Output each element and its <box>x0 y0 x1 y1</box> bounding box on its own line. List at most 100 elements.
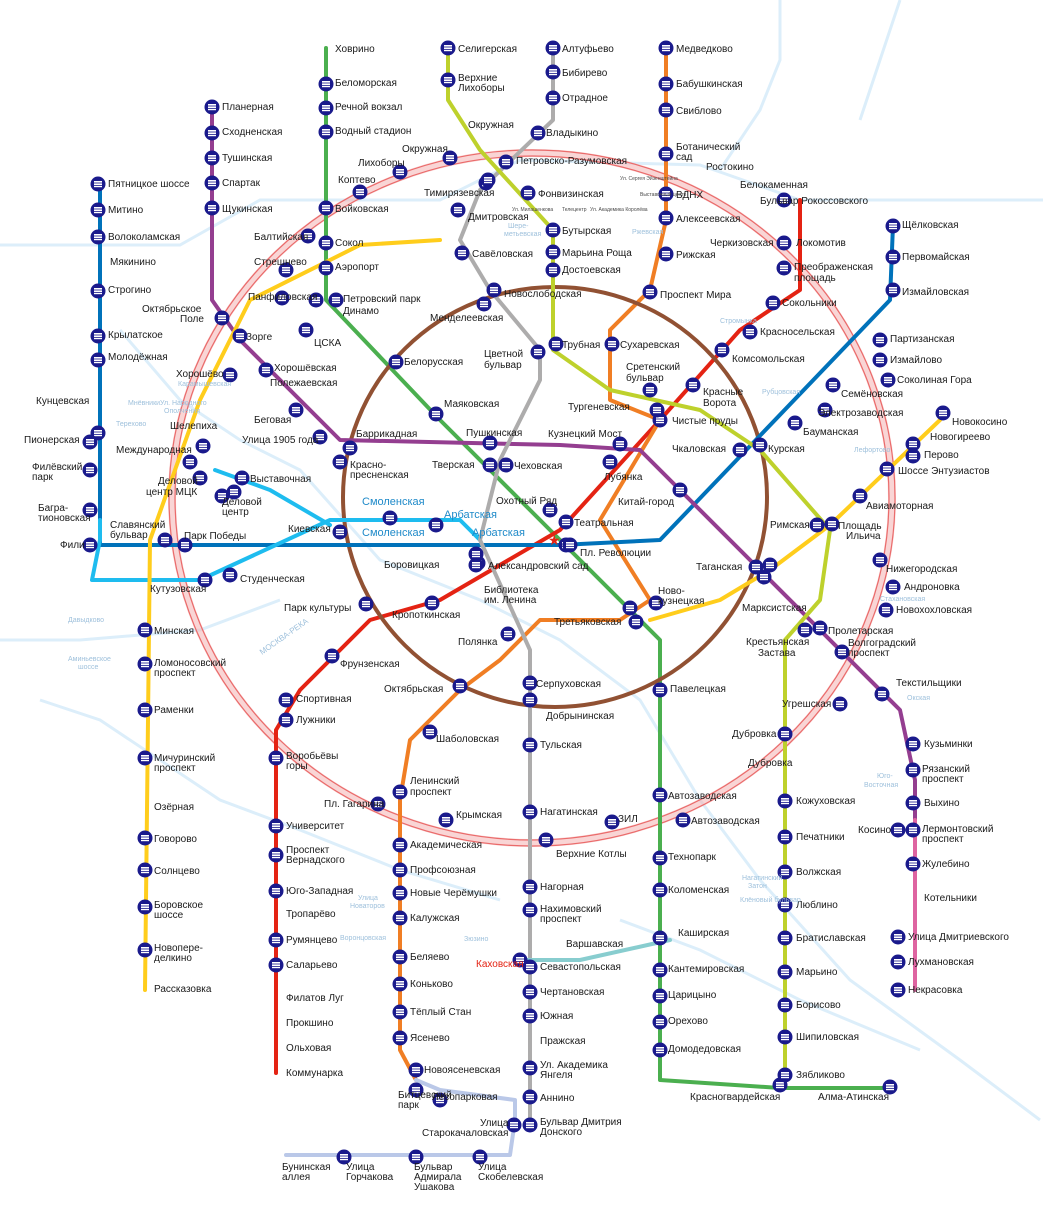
svg-text:Аннино: Аннино <box>540 1093 575 1104</box>
svg-text:Восточная: Восточная <box>864 782 898 789</box>
svg-text:Свиблово: Свиблово <box>676 105 722 117</box>
svg-text:центр МЦК: центр МЦК <box>146 487 197 498</box>
svg-text:Давыдково: Давыдково <box>68 617 104 624</box>
svg-text:Цветной: Цветной <box>484 349 523 360</box>
svg-text:бульвар: бульвар <box>626 372 664 384</box>
svg-text:Белокаменная: Белокаменная <box>740 180 808 191</box>
svg-text:Косино: Косино <box>858 825 891 836</box>
svg-text:Тёплый Стан: Тёплый Стан <box>410 1007 471 1018</box>
svg-text:Баррикадная: Баррикадная <box>356 429 417 440</box>
svg-text:Лубянка: Лубянка <box>604 471 643 483</box>
svg-text:Митино: Митино <box>108 205 144 216</box>
svg-text:Парк культуры: Парк культуры <box>284 603 351 614</box>
svg-text:Планерная: Планерная <box>222 102 274 113</box>
svg-text:Калужская: Калужская <box>410 913 460 924</box>
svg-text:центр: центр <box>222 507 249 518</box>
svg-text:Авиамоторная: Авиамоторная <box>866 501 933 512</box>
svg-text:Алма-Атинская: Алма-Атинская <box>818 1092 889 1103</box>
svg-text:Ул. Сергея Эйзенштейна: Ул. Сергея Эйзенштейна <box>620 175 678 182</box>
svg-text:Ольховая: Ольховая <box>286 1043 331 1054</box>
svg-text:Бабушкинская: Бабушкинская <box>676 78 743 90</box>
svg-text:Аэропорт: Аэропорт <box>335 262 379 273</box>
svg-text:Лермонтовский: Лермонтовский <box>922 824 993 835</box>
svg-text:Белорусская: Белорусская <box>404 357 463 368</box>
svg-text:Выставочный центр: Выставочный центр <box>640 191 686 198</box>
svg-text:Динамо: Динамо <box>343 306 379 317</box>
svg-text:Рязанский: Рязанский <box>922 764 970 775</box>
svg-text:сад: сад <box>676 152 693 163</box>
svg-text:Бунинская: Бунинская <box>282 1162 331 1173</box>
svg-text:Варшавская: Варшавская <box>566 939 623 950</box>
svg-text:Старокачаловская: Старокачаловская <box>422 1128 508 1139</box>
svg-text:Библиотека: Библиотека <box>484 584 539 596</box>
svg-text:Сокол: Сокол <box>335 238 364 249</box>
svg-text:Новокосино: Новокосино <box>952 417 1008 428</box>
svg-text:Строгино: Строгино <box>108 285 152 296</box>
svg-text:Мякинино: Мякинино <box>110 257 156 268</box>
svg-text:Измайловская: Измайловская <box>902 287 969 298</box>
svg-text:Ополчения: Ополчения <box>164 408 200 415</box>
svg-text:Кузьминки: Кузьминки <box>924 739 973 750</box>
svg-text:Клёновый бульвар: Клёновый бульвар <box>740 896 801 904</box>
svg-text:Бибирево: Бибирево <box>562 67 608 79</box>
svg-text:Владыкино: Владыкино <box>546 128 599 139</box>
svg-text:Перово: Перово <box>924 450 959 461</box>
svg-text:проспект: проспект <box>922 834 964 845</box>
svg-text:Тульская: Тульская <box>540 740 582 751</box>
svg-text:Пл. Гагарина: Пл. Гагарина <box>324 799 385 810</box>
svg-text:Театральная: Театральная <box>574 518 634 529</box>
svg-text:Улица: Улица <box>358 895 378 902</box>
svg-text:Крылатское: Крылатское <box>108 330 163 341</box>
svg-text:Кантемировская: Кантемировская <box>668 964 744 975</box>
svg-text:Минская: Минская <box>154 626 194 637</box>
svg-text:Фрунзенская: Фрунзенская <box>340 659 400 670</box>
svg-text:пресненская: пресненская <box>350 470 409 481</box>
svg-text:тионовская: тионовская <box>38 513 91 524</box>
svg-text:Битцевский: Битцевский <box>398 1090 452 1101</box>
svg-text:Петровский парк: Петровский парк <box>343 294 421 305</box>
svg-text:Текстильщики: Текстильщики <box>896 678 962 689</box>
svg-text:Спартак: Спартак <box>222 178 261 189</box>
svg-text:Коньково: Коньково <box>410 979 453 990</box>
svg-text:Трубная: Трубная <box>562 339 600 351</box>
svg-text:Новогиреево: Новогиреево <box>930 432 991 443</box>
svg-text:Автозаводская: Автозаводская <box>691 816 760 827</box>
svg-text:аллея: аллея <box>282 1172 310 1183</box>
svg-text:Алексеевская: Алексеевская <box>676 214 740 225</box>
svg-text:Локомотив: Локомотив <box>796 238 846 249</box>
svg-text:Войковская: Войковская <box>335 204 389 215</box>
svg-text:Царицыно: Царицыно <box>668 990 717 1001</box>
svg-text:Чкаловская: Чкаловская <box>672 444 726 455</box>
svg-text:Марьина Роща: Марьина Роща <box>562 248 632 259</box>
svg-text:Дубровка: Дубровка <box>748 757 793 769</box>
svg-text:Смоленская: Смоленская <box>362 496 425 508</box>
svg-text:Деловой: Деловой <box>158 476 198 487</box>
svg-text:Карамышевская: Карамышевская <box>178 381 231 388</box>
svg-text:Нагатинская: Нагатинская <box>540 807 598 818</box>
svg-text:Проспект: Проспект <box>286 845 330 856</box>
svg-text:Лухмановская: Лухмановская <box>908 957 974 968</box>
svg-text:Шелепиха: Шелепиха <box>170 421 218 432</box>
svg-text:Филёвский: Филёвский <box>32 462 82 473</box>
svg-text:Международная: Международная <box>116 445 192 456</box>
svg-text:Крымская: Крымская <box>456 810 502 821</box>
svg-text:Лесопарковая: Лесопарковая <box>432 1092 498 1103</box>
svg-text:Шоссе Энтузиастов: Шоссе Энтузиастов <box>898 466 990 477</box>
svg-text:Маяковская: Маяковская <box>444 399 499 410</box>
svg-text:Красносельская: Красносельская <box>760 327 835 338</box>
svg-text:Коломенская: Коломенская <box>668 885 729 896</box>
svg-text:Андроновка: Андроновка <box>904 582 960 593</box>
svg-text:Люблино: Люблино <box>796 899 838 911</box>
svg-text:Угрешская: Угрешская <box>782 699 831 710</box>
svg-text:ВДНХ: ВДНХ <box>676 190 703 201</box>
svg-text:Румянцево: Румянцево <box>286 935 338 946</box>
svg-text:Савёловская: Савёловская <box>472 249 533 260</box>
svg-text:парк: парк <box>32 472 54 483</box>
svg-text:Хорошёво: Хорошёво <box>176 369 224 380</box>
svg-text:Окская: Окская <box>907 695 930 702</box>
svg-text:Петровско-Разумовская: Петровско-Разумовская <box>516 156 627 167</box>
svg-text:Зябликово: Зябликово <box>796 1069 845 1081</box>
svg-text:Ботанический: Ботанический <box>676 142 740 153</box>
svg-text:Верхние Котлы: Верхние Котлы <box>556 849 627 860</box>
svg-text:Пролетарская: Пролетарская <box>828 626 893 637</box>
